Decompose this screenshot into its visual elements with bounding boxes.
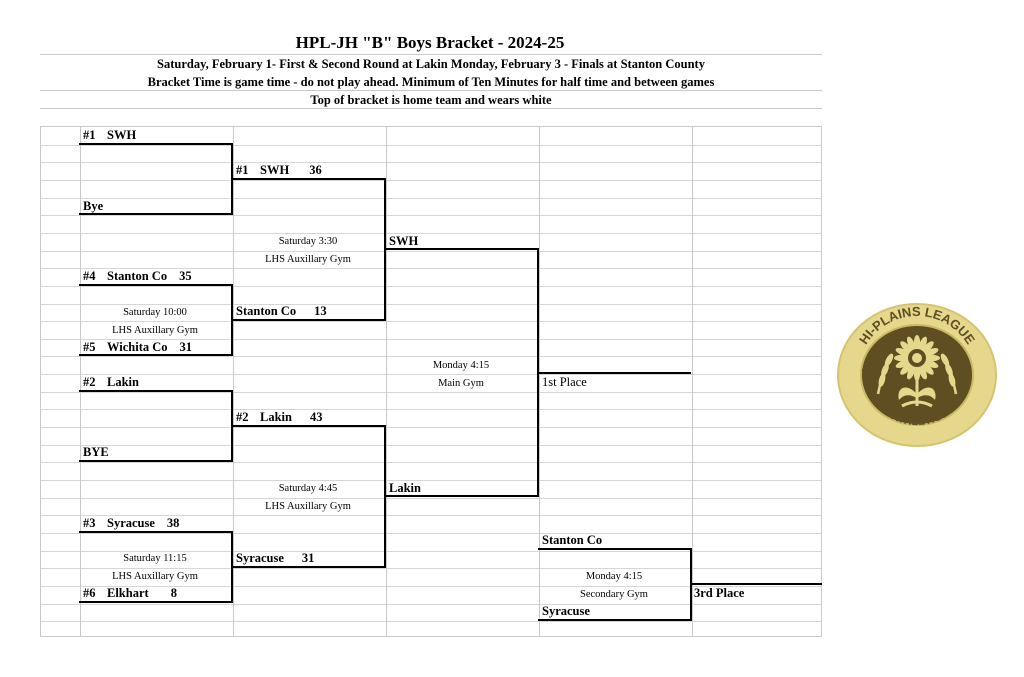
bracket-line [79,601,232,603]
round1-game-time: Saturday 10:00 [123,307,187,318]
grid-row-line [41,374,821,375]
final-game-time: Monday 4:15 [432,360,490,371]
grid-row-line [41,445,821,446]
bracket-line [232,425,385,427]
bracket-line [538,619,691,621]
final-game-place: Main Gym [438,378,484,389]
consolation-game-place: Secondary Gym [580,589,648,600]
sunflower-icon [894,335,940,408]
round1-team-6: BYE [83,445,109,459]
bracket-grid [40,126,822,637]
grid-row-line [41,533,821,534]
header-rule [40,108,822,109]
grid-column-line [539,127,540,636]
header-line-3: Top of bracket is home team and wears wh… [310,93,552,107]
bracket-line [232,319,385,321]
header-rule [40,90,822,91]
grid-row-line [41,251,821,252]
round2-game-place: LHS Auxillary Gym [265,501,351,512]
grid-row-line [41,198,821,199]
grid-row-line [41,427,821,428]
bracket-line [691,583,822,585]
bracket-line [232,566,385,568]
grid-row-line [41,515,821,516]
consolation-team-2: Syracuse [542,604,590,618]
grid-row-line [41,321,821,322]
grid-row-line [41,215,821,216]
semi-team-1: SWH [389,234,419,248]
grid-row-line [41,145,821,146]
grid-row-line [41,268,821,269]
round1-game-place: LHS Auxillary Gym [112,571,198,582]
semi-team-2: Lakin [389,481,421,495]
bracket-line [79,284,232,286]
grid-row-line [41,568,821,569]
grid-column-line [386,127,387,636]
grid-row-line [41,233,821,234]
bracket-line [538,548,691,550]
grid-row-line [41,180,821,181]
bracket-line [79,531,232,533]
round2-game-place: LHS Auxillary Gym [265,254,351,265]
header-rule [40,54,822,55]
bracket-line [79,460,232,462]
round1-game-place: LHS Auxillary Gym [112,325,198,336]
bracket-line [385,495,538,497]
grid-row-line [41,356,821,357]
bracket-line [79,390,232,392]
grid-row-line [41,304,821,305]
grid-row-line [41,498,821,499]
grid-row-line [41,586,821,587]
grid-column-line [692,127,693,636]
consolation-game-time: Monday 4:15 [585,571,643,582]
bracket-line [385,248,538,250]
bracket-line [79,213,232,215]
bracket-line [79,354,232,356]
bracket-line [538,372,691,374]
bracket-line [79,143,232,145]
round2-game-time: Saturday 4:45 [278,483,338,494]
consolation-team-1: Stanton Co [542,533,603,547]
header-line-1: Saturday, February 1- First & Second Rou… [157,57,705,71]
grid-column-line [233,127,234,636]
grid-row-line [41,409,821,410]
grid-row-line [41,286,821,287]
round1-game-time: Saturday 11:15 [123,553,187,564]
grid-row-line [41,392,821,393]
grid-row-line [41,162,821,163]
grid-row-line [41,462,821,463]
bracket-line [232,178,385,180]
wheat-icon [876,353,958,395]
grid-row-line [41,604,821,605]
grid-column-line [80,127,81,636]
header-line-2: Bracket Time is game time - do not play … [147,75,715,89]
round1-team-2: Bye [83,199,104,213]
grid-row-line [41,621,821,622]
grid-row-line [41,551,821,552]
hi-plains-league-logo: HI-PLAINS LEAGUE ACADEMICS•ATHLETICS•ACT… [836,302,997,447]
first-place-label: 1st Place [542,375,587,389]
round2-game-time: Saturday 3:30 [278,236,338,247]
grid-row-line [41,480,821,481]
grid-row-line [41,339,821,340]
third-place-label: 3rd Place [694,586,745,600]
page-title: HPL-JH "B" Boys Bracket - 2024-25 [295,33,565,52]
